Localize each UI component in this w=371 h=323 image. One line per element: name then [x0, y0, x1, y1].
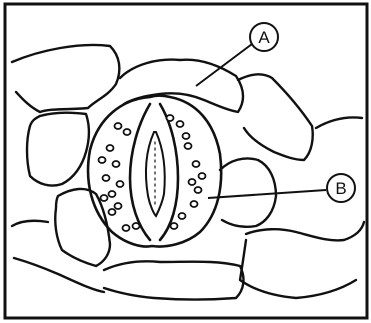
epidermal-cell — [238, 74, 313, 160]
chloroplast — [123, 225, 130, 231]
epidermal-cell — [120, 60, 243, 112]
chloroplast — [103, 175, 110, 181]
chloroplast — [117, 181, 124, 187]
guard-cell-outline — [88, 96, 221, 247]
chloroplast — [185, 143, 192, 149]
chloroplast — [191, 201, 198, 207]
chloroplast — [115, 203, 122, 209]
label-a: A — [258, 28, 270, 47]
chloroplast — [193, 161, 200, 167]
chloroplast — [177, 121, 184, 127]
epidermal-cell — [12, 221, 48, 226]
epidermal-cell — [12, 45, 119, 112]
guard-cell-left-inner — [130, 104, 150, 240]
label-b-group: B — [208, 174, 355, 202]
epidermal-cell — [240, 240, 356, 298]
epidermal-cell — [246, 222, 364, 240]
chloroplast — [101, 195, 108, 201]
chloroplast — [115, 123, 122, 129]
guard-cell-right-inner — [160, 104, 178, 240]
chloroplast — [109, 191, 116, 197]
epidermal-cell — [104, 261, 243, 299]
frame-border — [5, 4, 367, 318]
epidermal-cell — [220, 158, 276, 226]
label-b-pointer — [208, 190, 326, 198]
chloroplast — [133, 223, 140, 229]
label-a-pointer — [196, 44, 252, 86]
stoma — [88, 96, 221, 247]
epidermal-cell — [27, 113, 89, 186]
chloroplast — [171, 223, 178, 229]
chloroplast — [109, 209, 116, 215]
chloroplast — [99, 157, 106, 163]
chloroplast — [113, 161, 120, 167]
chloroplast — [107, 145, 114, 151]
chloroplast — [183, 133, 190, 139]
epidermal-cells — [12, 45, 364, 300]
chloroplast — [167, 115, 174, 121]
chloroplast — [179, 213, 186, 219]
label-b: B — [335, 179, 346, 198]
chloroplast — [199, 173, 206, 179]
chloroplast — [189, 179, 196, 185]
chloroplast — [195, 187, 202, 193]
chloroplast — [124, 129, 131, 135]
epidermal-cell — [316, 117, 362, 128]
